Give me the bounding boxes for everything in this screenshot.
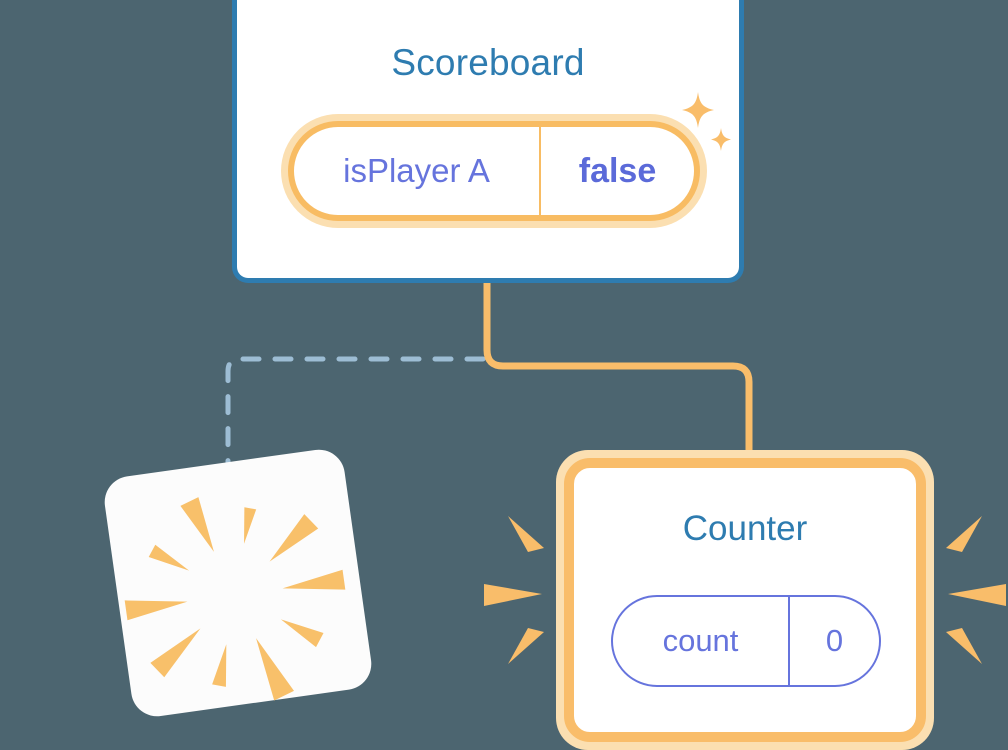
solid-connector-path bbox=[483, 283, 753, 452]
counter-ray bbox=[508, 628, 544, 664]
counter-ray bbox=[948, 584, 1006, 606]
burst-card-surface bbox=[101, 446, 375, 720]
scoreboard-pill-value: false bbox=[578, 151, 657, 190]
counter-ray bbox=[508, 516, 544, 552]
scoreboard-pill-body[interactable]: isPlayer A false bbox=[288, 121, 700, 221]
scoreboard-pill-key: isPlayer A bbox=[294, 127, 541, 215]
scoreboard-card[interactable]: Scoreboard isPlayer A false bbox=[232, 0, 744, 283]
counter-ray bbox=[946, 628, 982, 664]
scoreboard-state-pill[interactable]: isPlayer A false bbox=[281, 114, 707, 228]
counter-card[interactable]: Counter count 0 bbox=[556, 450, 934, 750]
counter-ray bbox=[484, 584, 542, 606]
counter-ray bbox=[946, 516, 982, 552]
counter-state-pill[interactable]: count 0 bbox=[611, 595, 881, 687]
dashed-connector-path bbox=[225, 356, 486, 466]
counter-pill-value: 0 bbox=[825, 623, 844, 658]
counter-rays-left bbox=[484, 516, 544, 664]
counter-rays-right bbox=[946, 516, 1006, 664]
scoreboard-title: Scoreboard bbox=[391, 42, 585, 83]
burst-card[interactable] bbox=[85, 446, 385, 740]
counter-title: Counter bbox=[682, 509, 808, 548]
counter-pill-key: count bbox=[613, 597, 790, 685]
scoreboard-card-inner: Scoreboard isPlayer A false bbox=[237, 0, 739, 278]
